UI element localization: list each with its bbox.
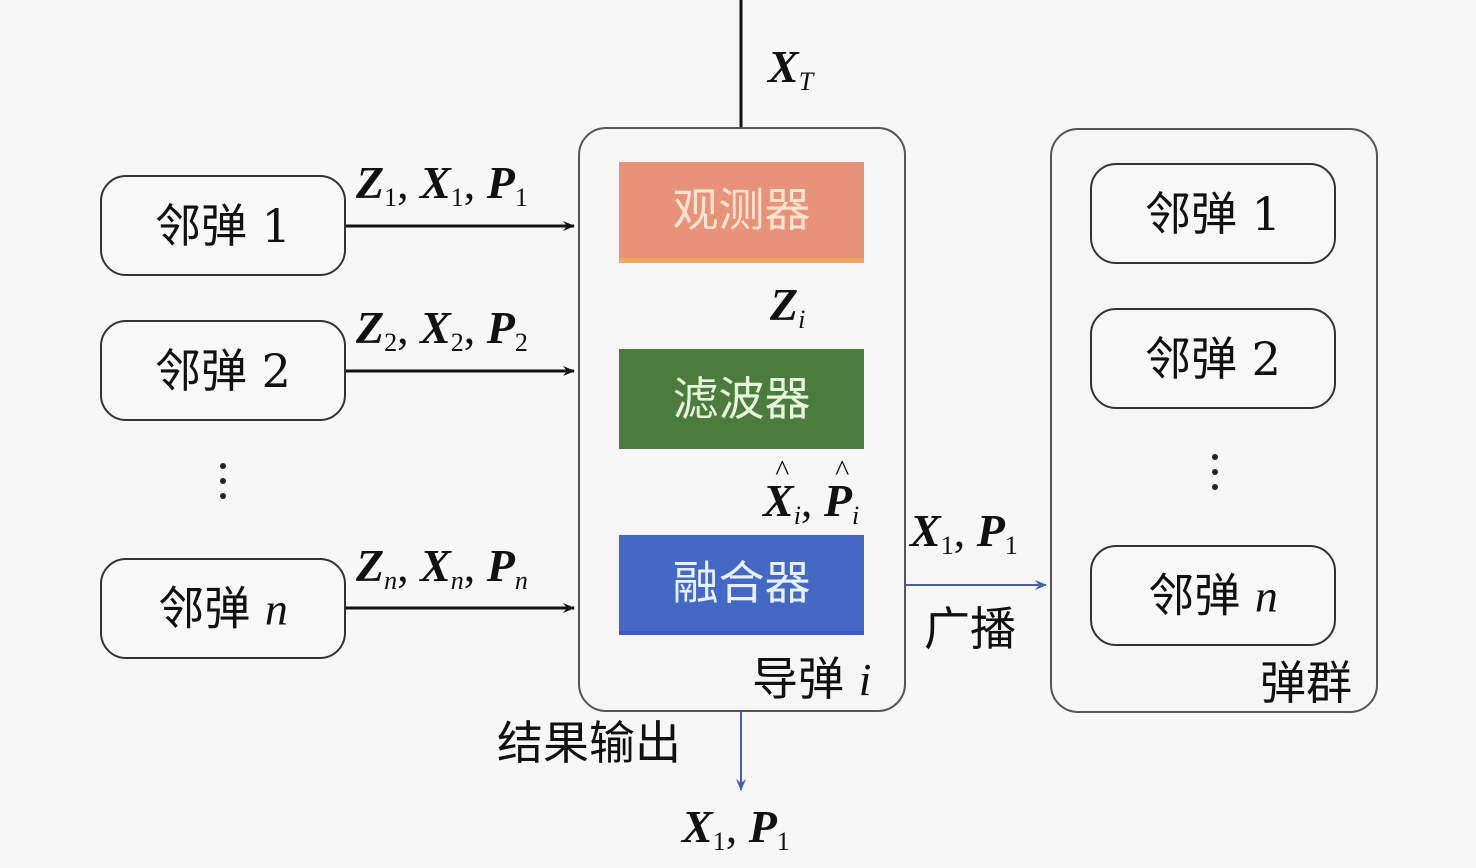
swarm-member-1: 邻弹 1 [1090,163,1336,264]
swarm-label: 弹群 [1260,656,1352,710]
neighbor-box-n: 邻弹 n [100,558,346,659]
filter-block: 滤波器 [619,349,864,449]
swarm-member-label-1: 邻弹 1 [1145,186,1281,241]
signal-label-1: Z1, X1, P1 [356,157,528,212]
target-state-label: XT [768,41,814,96]
signal-label-2: Z2, X2, P2 [356,302,528,357]
fuser-block: 融合器 [619,535,864,635]
missile-label: 导弹 i [752,652,872,706]
observer-output-label: Zi [770,279,806,334]
broadcast-label: 广播 [924,602,1016,656]
neighbor-label-n: 邻弹 n [158,581,288,635]
ellipsis-swarm [1212,454,1218,499]
swarm-member-label-n: 邻弹 n [1148,568,1278,622]
swarm-member-label-2: 邻弹 2 [1145,331,1281,386]
swarm-member-n: 邻弹 n [1090,545,1336,646]
signal-label-n: Zn, Xn, Pn [356,540,528,595]
output-signal-label: X1, P1 [682,801,790,856]
observer-block: 观测器 [619,162,864,263]
swarm-member-2: 邻弹 2 [1090,308,1336,409]
neighbor-label-1: 邻弹 1 [155,198,291,253]
neighbor-box-1: 邻弹 1 [100,175,346,276]
filter-output-label: Xi, Pi [763,456,859,529]
output-label: 结果输出 [497,716,681,770]
ellipsis-left [220,463,226,508]
broadcast-signal-label: X1, P1 [910,505,1018,560]
neighbor-box-2: 邻弹 2 [100,320,346,421]
neighbor-label-2: 邻弹 2 [155,343,291,398]
